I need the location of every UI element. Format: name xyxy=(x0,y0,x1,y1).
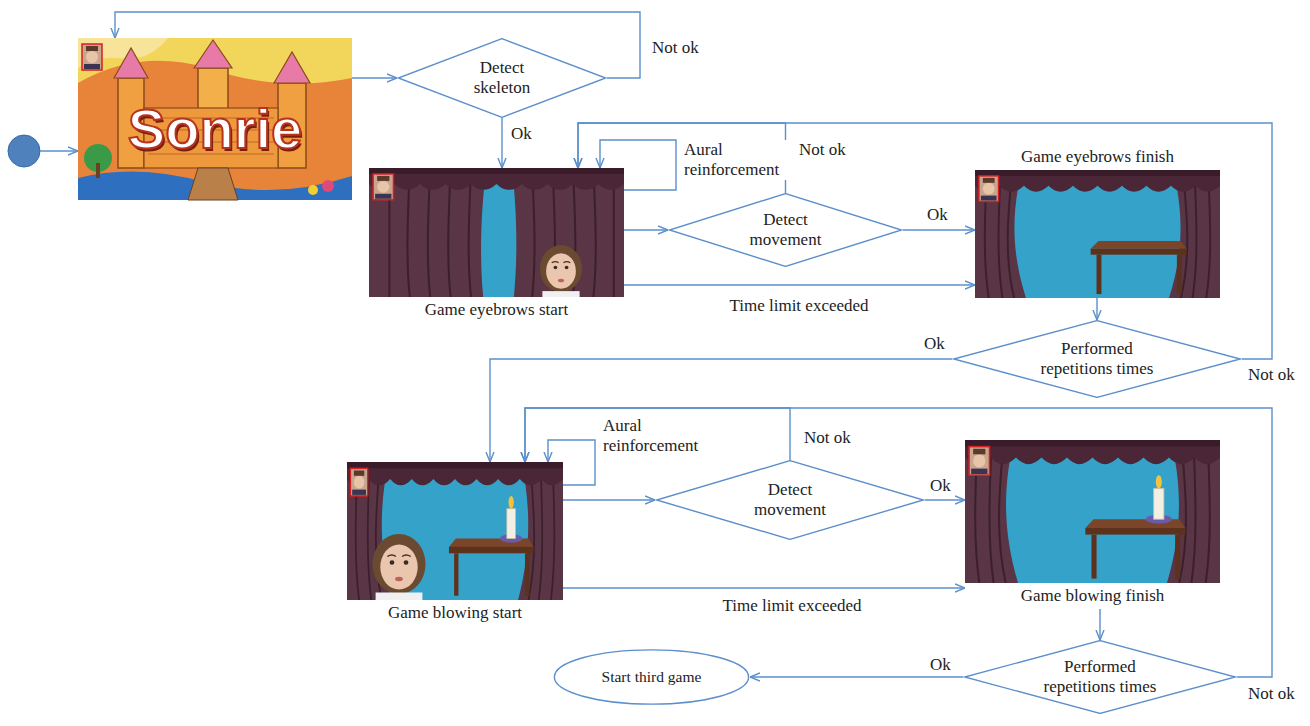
picture-title: Sonrie xyxy=(128,77,302,161)
picture-step: Game eyebrows finish xyxy=(975,144,1220,298)
flow-arrow xyxy=(563,499,655,500)
arrow-label: Aural reinforcement xyxy=(682,140,794,180)
arrow-label: Time limit exceeded xyxy=(697,296,901,316)
arrow-label: Ok xyxy=(922,334,947,354)
outline xyxy=(954,321,1241,398)
text-holder: Performed repetitions times xyxy=(952,320,1242,398)
decision-diamond: Detect movement xyxy=(668,193,903,267)
decision-diamond: Detect movement xyxy=(655,460,925,540)
arrow-label: Ok xyxy=(509,124,534,144)
text-holder: Detect movement xyxy=(668,193,903,267)
outline xyxy=(398,39,605,118)
shape-label: Detect skeleton xyxy=(456,58,548,97)
picture-step: Game blowing finish xyxy=(965,440,1220,609)
flow-arrow xyxy=(501,118,502,168)
shape-frame xyxy=(347,462,563,600)
decision-diamond: Performed repetitions times xyxy=(952,320,1242,398)
flow-arrow xyxy=(563,587,965,588)
arrow-label: Not ok xyxy=(1246,365,1297,385)
flow-arrow xyxy=(548,440,595,485)
decision-diamond: Performed repetitions times xyxy=(963,640,1237,714)
shape-frame: Performed repetitions times xyxy=(963,640,1237,714)
end-ellipse: Start third game xyxy=(553,649,750,705)
shape-frame xyxy=(975,170,1220,298)
text-holder: Performed repetitions times xyxy=(963,640,1237,714)
picture-caption: Game eyebrows finish xyxy=(975,144,1220,170)
flow-arrow xyxy=(903,229,975,230)
flow-arrow xyxy=(352,77,397,78)
shape-frame xyxy=(369,168,624,297)
arrow-label: Not ok xyxy=(797,140,848,160)
picture-caption: Game blowing finish xyxy=(965,583,1220,609)
picture-caption: Game blowing start xyxy=(347,600,563,626)
arrow-label: Not ok xyxy=(1246,684,1297,704)
shape-frame: Detect skeleton xyxy=(397,38,607,118)
flow-arrow xyxy=(624,229,668,230)
picture-step: Game eyebrows start xyxy=(369,168,624,323)
outline xyxy=(669,194,901,267)
shape-label: Performed repetitions times xyxy=(1031,339,1163,378)
picture-step: Game blowing start xyxy=(347,462,563,626)
arrow-label: Ok xyxy=(928,476,953,496)
text-holder: Detect skeleton xyxy=(397,38,607,118)
shape-label: Detect movement xyxy=(740,480,840,519)
text-holder: Detect movement xyxy=(655,460,925,540)
shape-frame: Detect movement xyxy=(655,460,925,540)
shape-frame: Start third game xyxy=(553,649,750,705)
outline xyxy=(657,461,924,540)
arrow-label: Ok xyxy=(928,655,953,675)
shape-frame: Sonrie xyxy=(78,38,352,200)
decision-diamond: Detect skeleton xyxy=(397,38,607,118)
text-holder: Sonrie xyxy=(78,38,352,200)
flow-arrow xyxy=(1099,609,1100,640)
arrow-label: Time limit exceeded xyxy=(690,596,894,616)
shape-label: Start third game xyxy=(602,668,702,686)
outline xyxy=(554,650,748,704)
flow-arrow xyxy=(490,359,952,462)
shape-label: Performed repetitions times xyxy=(1034,657,1166,696)
arrow-label: Not ok xyxy=(650,38,701,58)
flow-arrow xyxy=(600,140,676,190)
outline xyxy=(965,641,1236,714)
picture-step: Sonrie xyxy=(78,38,352,200)
flow-arrow xyxy=(525,408,1272,677)
flow-arrow xyxy=(578,123,1272,359)
flow-arrow xyxy=(925,499,965,500)
arrow-label: Ok xyxy=(925,205,950,225)
arrow-label: Aural reinforcement xyxy=(601,416,713,456)
arrow-label: Not ok xyxy=(802,428,853,448)
text-holder: Start third game xyxy=(553,649,750,705)
shape-frame: Detect movement xyxy=(668,193,903,267)
shape-label: Detect movement xyxy=(736,210,836,249)
flow-arrow xyxy=(525,408,790,462)
flow-arrow xyxy=(1096,298,1097,320)
picture-caption: Game eyebrows start xyxy=(369,297,624,323)
shape-frame: Performed repetitions times xyxy=(952,320,1242,398)
shape-frame xyxy=(965,440,1220,583)
flow-arrow xyxy=(750,676,963,677)
flow-arrow xyxy=(624,284,975,285)
